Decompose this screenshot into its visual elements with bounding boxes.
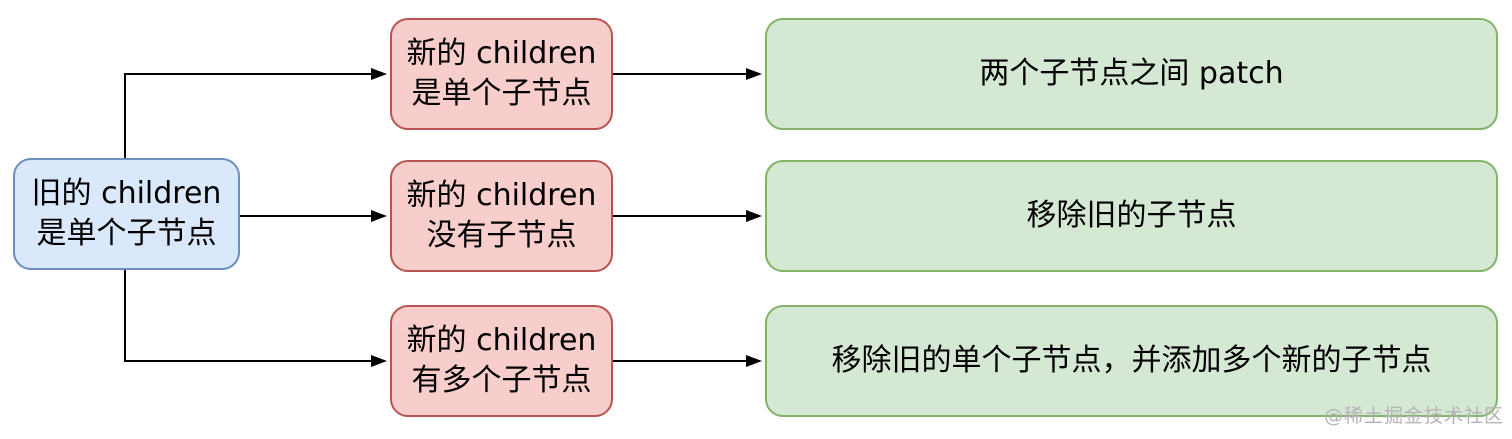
node-label: 移除旧的单个子节点，并添加多个新的子节点 xyxy=(831,343,1432,378)
node-label: 移除旧的子节点 xyxy=(1026,198,1237,233)
node-label: 新的 children 没有子节点 xyxy=(406,178,597,253)
node-label: 旧的 children 是单个子节点 xyxy=(31,176,222,251)
watermark: @稀土掘金技术社区 xyxy=(1323,405,1504,427)
node-remove-old-child: 移除旧的子节点 xyxy=(765,160,1498,272)
node-new-children-none: 新的 children 没有子节点 xyxy=(390,160,613,272)
node-label: 新的 children 是单个子节点 xyxy=(406,36,597,111)
node-new-children-single: 新的 children 是单个子节点 xyxy=(390,18,613,130)
node-patch-between-two-children: 两个子节点之间 patch xyxy=(765,18,1498,130)
node-old-children-single: 旧的 children 是单个子节点 xyxy=(13,158,240,270)
arrow-old-to-new-single xyxy=(124,68,387,158)
node-label: 新的 children 有多个子节点 xyxy=(406,323,597,398)
node-label: 两个子节点之间 patch xyxy=(979,56,1284,91)
node-remove-old-single-add-new-multiple: 移除旧的单个子节点，并添加多个新的子节点 xyxy=(765,305,1498,417)
node-new-children-multiple: 新的 children 有多个子节点 xyxy=(390,305,613,417)
arrow-old-to-new-multiple xyxy=(124,270,387,367)
